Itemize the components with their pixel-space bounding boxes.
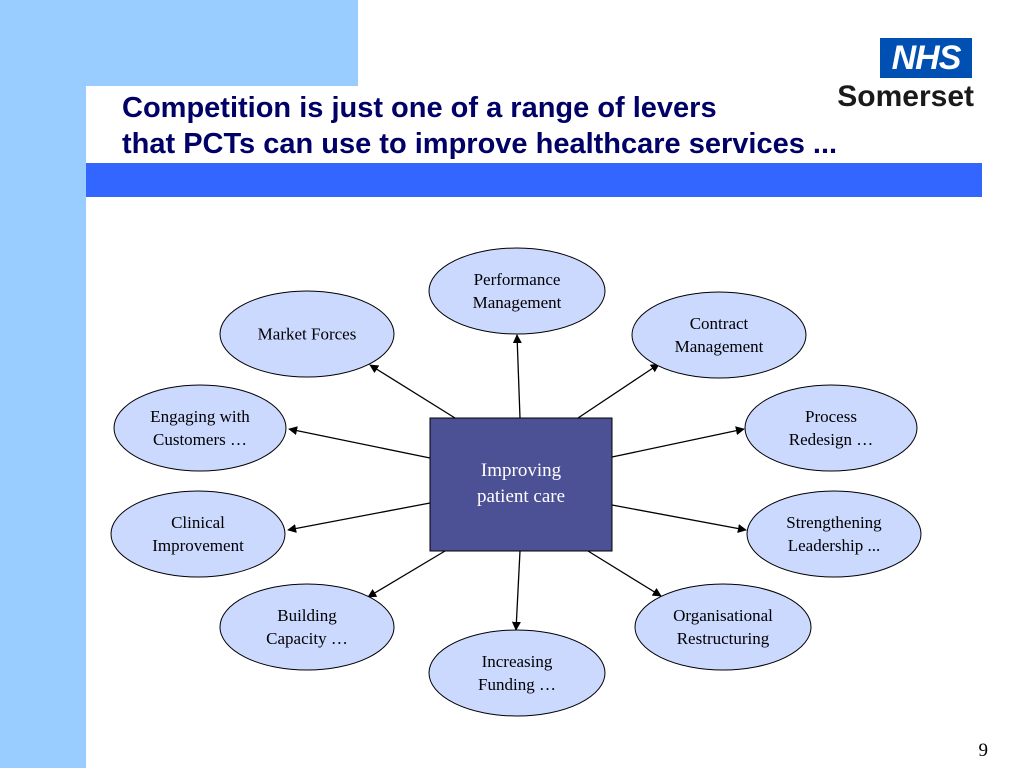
node-label-line2: Leadership ... <box>787 536 881 555</box>
node-label-line2: Improvement <box>152 536 244 555</box>
node-label-line1: Process <box>805 407 857 426</box>
page-title: Competition is just one of a range of le… <box>122 90 842 162</box>
node-clinical-improvement <box>110 490 286 578</box>
center-label-line-1: Improving <box>480 460 562 481</box>
node-label-line1: Increasing <box>481 652 553 671</box>
node-label-line2: Capacity … <box>266 629 348 648</box>
node-label-line2: Management <box>674 337 764 356</box>
node-organisational-restructuring <box>634 583 812 671</box>
page-number: 9 <box>978 740 989 761</box>
node-label-line1: Building <box>277 606 337 625</box>
nhs-somerset-logo: NHS Somerset <box>828 38 976 118</box>
node-label-line2: Redesign … <box>788 430 874 449</box>
node-label-line1: Engaging with <box>150 407 250 426</box>
node-label-line1: Performance <box>473 270 561 289</box>
center-box <box>429 417 613 552</box>
node-label-market-forces: Market Forces <box>258 323 357 346</box>
nhs-logo-badge: NHS <box>880 38 972 78</box>
node-label-line1: Organisational <box>673 606 773 625</box>
node-increasing-funding <box>428 629 606 717</box>
left-decor-band <box>0 0 86 768</box>
page-title-line-2: that PCTs can use to improve healthcare … <box>122 128 838 160</box>
node-performance-management <box>428 247 606 335</box>
node-label-line1: Market Forces <box>257 324 357 344</box>
node-label-line2: Restructuring <box>676 629 770 648</box>
node-market-forces <box>219 290 395 378</box>
arrow-to-market-forces <box>369 364 456 419</box>
page-title-line-1: Competition is just one of a range of le… <box>122 92 717 124</box>
top-decor-band <box>0 0 358 86</box>
title-underline-bar <box>86 163 982 197</box>
node-label-line2: Funding … <box>478 675 556 694</box>
arrow-to-clinical-improvement <box>287 502 431 533</box>
node-label-line1: Strengthening <box>786 513 882 532</box>
arrow-to-organisational-restructuring <box>587 550 662 597</box>
center-box-label: Improving patient care <box>430 458 612 510</box>
node-label-line2: Customers … <box>153 430 247 449</box>
node-contract-management <box>631 291 807 379</box>
node-label-line2: Management <box>472 293 562 312</box>
arrow-to-contract-management <box>577 363 660 419</box>
node-label-line1: Contract <box>689 314 749 333</box>
node-engaging-with-customers <box>113 384 287 472</box>
arrow-to-process-redesign <box>611 426 745 458</box>
node-process-redesign <box>744 384 918 472</box>
center-label-line-2: patient care <box>476 486 566 507</box>
arrow-to-building-capacity <box>367 550 446 598</box>
node-strengthening-leadership <box>746 490 922 578</box>
arrow-to-engaging-with-customers <box>288 426 431 459</box>
title-panel <box>86 86 986 166</box>
node-building-capacity <box>219 583 395 671</box>
node-label-line1: Clinical <box>171 513 225 532</box>
nhs-logo-org: Somerset <box>837 80 974 113</box>
arrow-to-performance-management <box>512 334 522 419</box>
arrow-to-increasing-funding <box>511 550 521 631</box>
arrow-to-strengthening-leadership <box>611 504 747 533</box>
